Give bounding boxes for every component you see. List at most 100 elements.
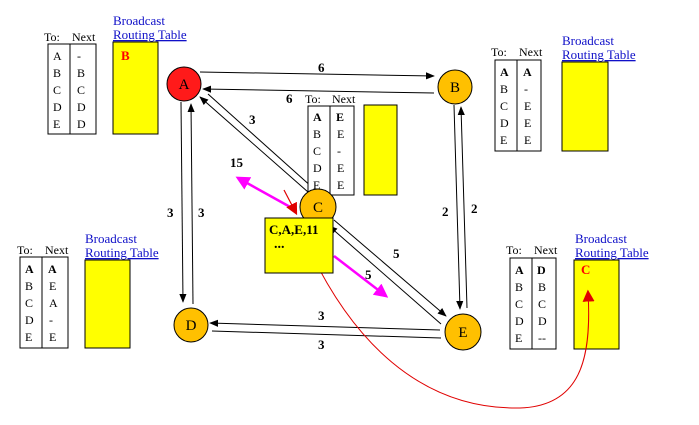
routing-table-c-header-next: Next xyxy=(332,92,356,106)
broadcast-table-a: Broadcast Routing Table B xyxy=(112,13,187,135)
node-c-label: C xyxy=(313,200,323,216)
edge-e-c xyxy=(328,225,442,325)
routing-table-b-to-1: B xyxy=(500,82,508,96)
routing-table-e-next-1: B xyxy=(538,280,546,294)
edge-a-c-2 xyxy=(207,93,314,189)
edge-label-ba: 6 xyxy=(286,91,293,106)
routing-table-d-next-1: E xyxy=(49,279,56,293)
routing-table-a-to-4: E xyxy=(53,117,60,131)
routing-table-b-to-2: C xyxy=(500,99,508,113)
packet-flow-arrows: 15 5 xyxy=(230,155,389,298)
routing-table-e-header-to: To: xyxy=(506,243,522,257)
routing-table-b-to-0: A xyxy=(500,65,509,79)
routing-table-c-to-4: E xyxy=(313,178,320,192)
routing-table-a-to-1: B xyxy=(53,66,61,80)
broadcast-table-c xyxy=(363,104,398,196)
broadcast-table-e: Broadcast Routing Table C xyxy=(573,231,649,350)
routing-table-b-next-4: E xyxy=(524,133,531,147)
routing-table-a-next-3: D xyxy=(77,100,86,114)
routing-table-c: To: Next A B C D E E E - E E xyxy=(305,92,356,196)
broadcast-table-d: Broadcast Routing Table xyxy=(84,231,159,349)
edge-e-b xyxy=(457,106,468,309)
edges xyxy=(179,71,468,339)
broadcast-table-b-title-2: Routing Table xyxy=(562,47,636,62)
routing-table-a-next-0: - xyxy=(77,49,81,63)
node-b[interactable]: B xyxy=(437,69,473,105)
routing-table-c-next-4: E xyxy=(337,178,344,192)
routing-table-a-header-to: To: xyxy=(44,30,60,44)
packet-box: C,A,E,11 ... xyxy=(264,217,334,274)
routing-table-d-next-4: E xyxy=(49,330,56,344)
edge-label-be: 2 xyxy=(442,204,449,219)
routing-table-d-next-2: A xyxy=(49,296,58,310)
routing-table-e-next-3: D xyxy=(538,314,547,328)
broadcast-update-curve xyxy=(304,239,595,409)
routing-table-e: To: Next A B C D E D B C D -- xyxy=(506,243,558,350)
routing-table-e-to-1: B xyxy=(515,280,523,294)
routing-table-d-next-0: A xyxy=(48,262,57,276)
broadcast-table-a-title-2: Routing Table xyxy=(113,27,187,42)
packet-line-2: ... xyxy=(274,237,285,252)
routing-table-c-to-3: D xyxy=(313,161,322,175)
edge-label-de: 3 xyxy=(318,308,325,323)
nodes: A B C D E xyxy=(166,66,482,351)
node-d[interactable]: D xyxy=(173,307,209,343)
node-e-label: E xyxy=(458,325,467,341)
routing-table-b-next-0: A xyxy=(523,65,532,79)
node-a-label: A xyxy=(179,77,190,93)
routing-table-d-to-3: D xyxy=(25,313,34,327)
routing-table-a-next-2: C xyxy=(77,83,85,97)
routing-table-b-to-4: E xyxy=(500,133,507,147)
routing-table-a-to-2: C xyxy=(53,83,61,97)
broadcast-table-b: Broadcast Routing Table xyxy=(561,33,636,152)
routing-table-d-to-2: C xyxy=(25,296,33,310)
routing-table-d-header-next: Next xyxy=(45,243,69,257)
edge-a-c xyxy=(199,96,309,193)
edge-labels: 6 6 3 3 3 2 2 5 3 3 xyxy=(167,60,478,352)
edge-a-b xyxy=(199,71,435,80)
node-a[interactable]: A xyxy=(166,66,202,102)
routing-table-e-next-0: D xyxy=(537,263,546,277)
routing-table-e-to-0: A xyxy=(515,263,524,277)
discard-cost-label: 15 xyxy=(230,155,244,170)
packet-line-1: C,A,E,11 xyxy=(269,222,318,237)
broadcast-table-e-title-2: Routing Table xyxy=(575,245,649,260)
edge-b-a xyxy=(202,85,435,94)
routing-table-b-next-3: E xyxy=(524,116,531,130)
broadcast-table-e-entry: C xyxy=(581,262,590,277)
routing-table-c-header-to: To: xyxy=(305,92,321,106)
routing-table-d: To: Next A B C D E A E A - E xyxy=(17,243,69,349)
routing-table-c-to-1: B xyxy=(313,127,321,141)
edge-e-d xyxy=(211,330,442,339)
edge-label-ab: 6 xyxy=(318,60,325,75)
routing-table-e-to-4: E xyxy=(515,331,522,345)
routing-table-b-to-3: D xyxy=(500,116,509,130)
routing-table-e-to-3: D xyxy=(515,314,524,328)
broadcast-table-d-title-2: Routing Table xyxy=(85,245,159,260)
discard-arrow xyxy=(235,176,293,210)
edge-a-d xyxy=(179,101,187,303)
routing-table-a-to-0: A xyxy=(53,49,62,63)
broadcast-table-b-title-1: Broadcast xyxy=(562,33,614,48)
routing-table-a-next-4: D xyxy=(77,117,86,131)
edge-d-a xyxy=(187,103,195,305)
routing-table-d-to-1: B xyxy=(25,279,33,293)
routing-table-e-to-2: C xyxy=(515,297,523,311)
routing-table-d-header-to: To: xyxy=(17,243,33,257)
routing-table-d-to-4: E xyxy=(25,330,32,344)
edge-label-ce: 5 xyxy=(393,246,400,261)
routing-table-c-next-2: - xyxy=(337,144,341,158)
routing-table-b: To: Next A B C D E A - E E E xyxy=(491,45,543,152)
edge-label-ad: 3 xyxy=(167,205,174,220)
routing-table-c-next-3: E xyxy=(337,161,344,175)
forward-arrow xyxy=(333,255,389,298)
broadcast-table-d-title-1: Broadcast xyxy=(85,231,137,246)
routing-table-a: To: Next A B C D E - B C D D xyxy=(44,30,97,135)
edge-label-ac: 3 xyxy=(249,112,256,127)
routing-table-e-next-2: C xyxy=(538,297,546,311)
node-e[interactable]: E xyxy=(444,313,482,351)
edge-label-eb: 2 xyxy=(471,201,478,216)
routing-table-b-next-2: E xyxy=(524,99,531,113)
